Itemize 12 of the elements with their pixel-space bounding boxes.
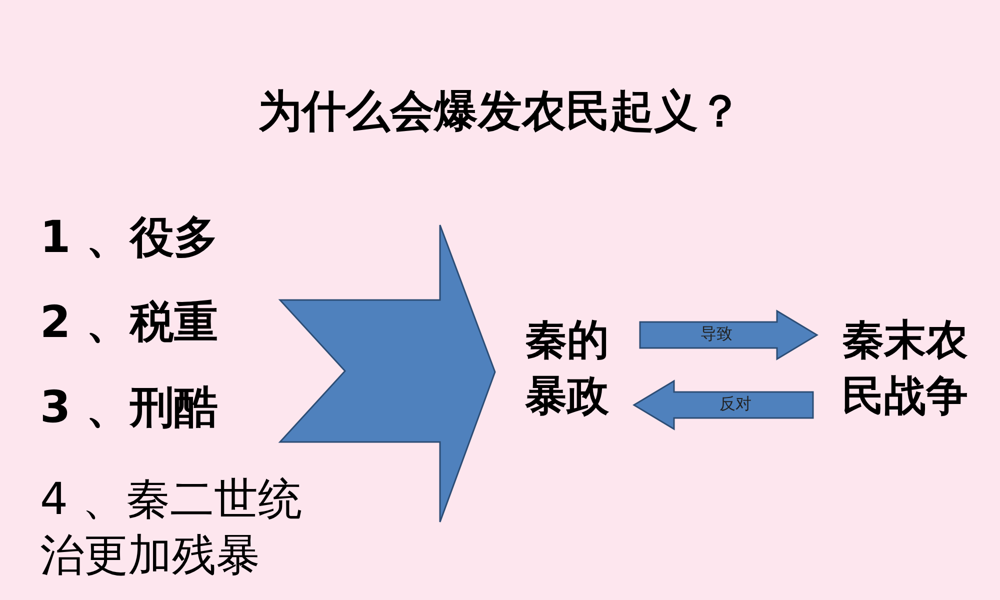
title: 为什么会爆发农民起义？ — [257, 85, 743, 139]
block-arrow — [639, 310, 818, 360]
edge-label: 反对 — [718, 394, 752, 414]
chevron-arrow — [278, 224, 496, 523]
list-item: 3 、刑酷 — [40, 381, 219, 435]
list-item: 4 、秦二世统治更加残暴 — [40, 473, 303, 583]
text-label: 秦末农民战争 — [841, 314, 969, 422]
list-item: 1 、役多 — [40, 211, 219, 265]
text-label: 秦的暴政 — [524, 314, 610, 422]
list-item: 2 、税重 — [40, 296, 219, 350]
edge-label: 导致 — [700, 324, 734, 344]
block-arrow — [632, 380, 814, 430]
